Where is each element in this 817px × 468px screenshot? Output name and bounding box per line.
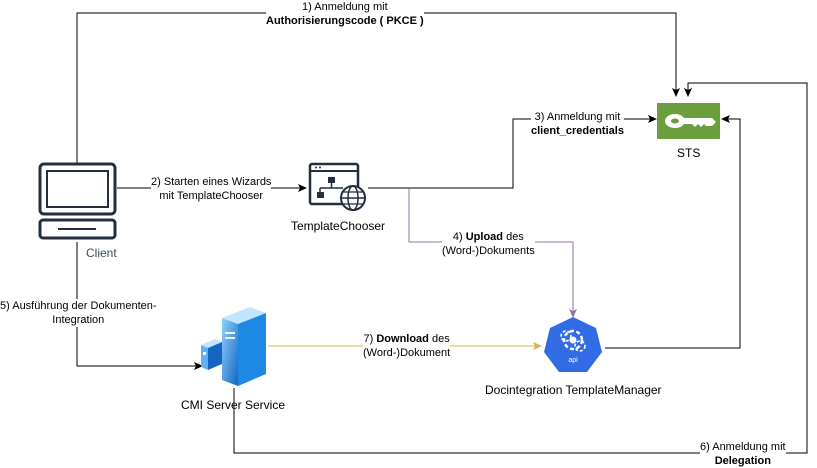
edge-label-2: 2) Starten eines Wizards mit TemplateCho…: [151, 175, 272, 203]
edge-label-7-line2: (Word-)Dokument: [363, 347, 451, 359]
edge-docintegration-to-sts: [605, 115, 741, 349]
edge-5-client-to-cmi: [76, 242, 203, 370]
edge-label-6-line1: 6) Anmeldung mit: [700, 441, 786, 453]
server-icon: [201, 307, 266, 386]
edge-label-2-line2: mit TemplateChooser: [159, 190, 264, 202]
edge-label-4: 4) Upload des (Word-)Dokuments: [442, 230, 535, 258]
key-icon: [657, 103, 720, 139]
edge-1-client-to-sts: [76, 12, 680, 163]
edge-label-7-prefix: 7): [363, 333, 377, 345]
edge-label-4-suffix: des: [503, 231, 524, 243]
edge-label-4-prefix: 4): [452, 231, 466, 243]
api-gear-icon: api: [544, 317, 602, 372]
edge-label-1: 1) Anmeldung mit Authorisierungscode ( P…: [266, 0, 424, 28]
edge-label-3-line2: client_credentials: [531, 125, 624, 137]
edge-label-4-line2: (Word-)Dokuments: [442, 245, 535, 257]
node-label-docintegration: Docintegration TemplateManager: [485, 383, 662, 397]
node-label-client: Client: [86, 246, 117, 260]
edge-label-7-bold: Download: [376, 333, 429, 345]
edge-label-3-line1: 3) Anmeldung mit: [534, 111, 621, 123]
edge-label-1-line1: 1) Anmeldung mit: [302, 1, 388, 13]
edge-label-4-bold: Upload: [465, 231, 504, 243]
api-icon-text: api: [568, 357, 578, 364]
edge-label-5: 5) Ausführung der Dokumenten- Integratio…: [0, 299, 157, 327]
edge-label-6: 6) Anmeldung mit Delegation: [700, 440, 786, 468]
node-label-cmi: CMI Server Service: [181, 398, 286, 412]
node-label-sts: STS: [677, 146, 701, 160]
edge-label-4-line1: 4) Upload des: [442, 230, 535, 244]
edge-label-5-line1: 5) Ausführung der Dokumenten-: [0, 300, 157, 312]
web-application-icon: [308, 162, 366, 211]
edge-label-5-line2: Integration: [52, 314, 105, 326]
edge-label-2-line1: 2) Starten eines Wizards: [151, 176, 272, 188]
edge-label-1-line2: Authorisierungscode ( PKCE ): [266, 15, 424, 27]
edge-label-7-suffix: des: [428, 333, 450, 345]
edge-6-cmi-to-sts: [233, 82, 808, 454]
edge-label-6-line2: Delegation: [714, 455, 771, 467]
node-label-templatechooser: TemplateChooser: [291, 219, 386, 233]
desktop-computer-icon: [38, 162, 117, 240]
edge-label-7: 7) Download des (Word-)Dokument: [363, 332, 451, 360]
edge-label-3: 3) Anmeldung mit client_credentials: [531, 110, 624, 138]
edge-label-7-line1: 7) Download des: [363, 332, 450, 346]
